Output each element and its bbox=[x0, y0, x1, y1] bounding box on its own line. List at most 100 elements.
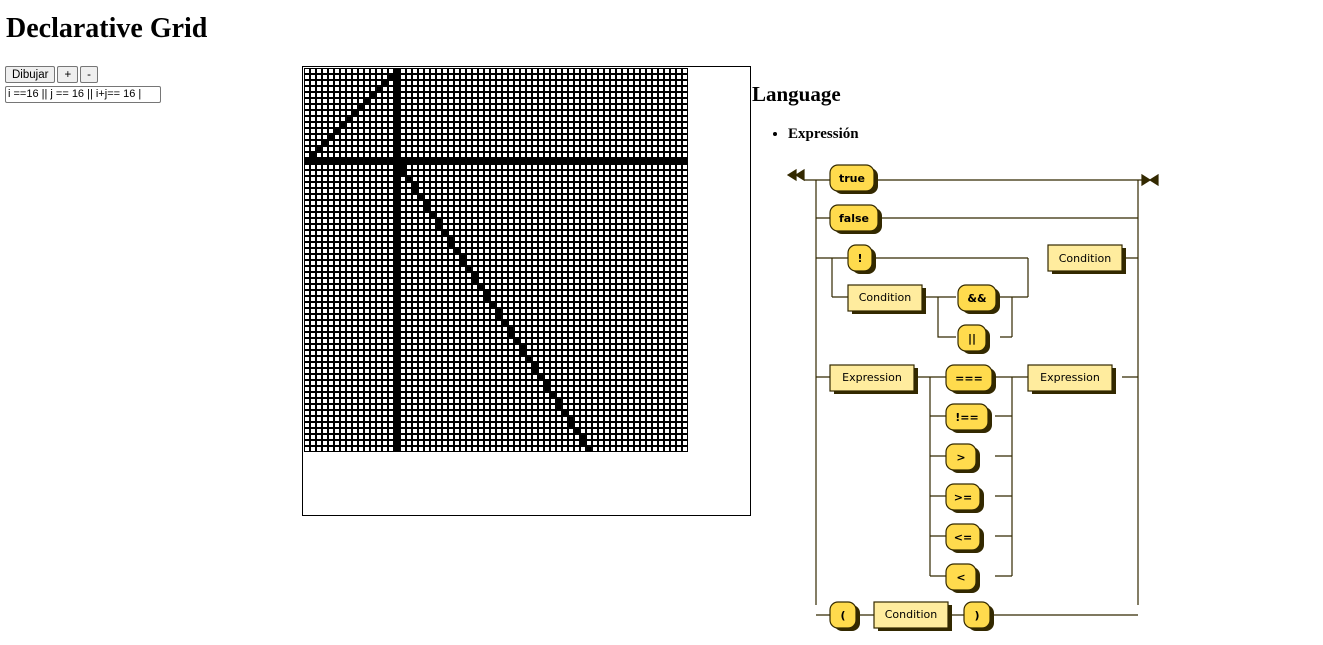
grid-cell bbox=[532, 200, 538, 206]
grid-cell bbox=[346, 302, 352, 308]
grid-cell bbox=[484, 152, 490, 158]
grid-cell bbox=[490, 290, 496, 296]
grid-cell bbox=[544, 104, 550, 110]
grid-cell bbox=[646, 242, 652, 248]
grid-cell bbox=[526, 422, 532, 428]
grid-cell bbox=[526, 386, 532, 392]
grid-cell bbox=[460, 110, 466, 116]
grid-cell bbox=[406, 86, 412, 92]
grid-cell bbox=[424, 308, 430, 314]
grid-cell bbox=[538, 332, 544, 338]
grid-cell bbox=[532, 74, 538, 80]
grid-cell bbox=[394, 74, 400, 80]
grid-cell bbox=[328, 170, 334, 176]
grid-cell bbox=[352, 104, 358, 110]
grid-cell bbox=[424, 392, 430, 398]
grid-cell bbox=[520, 260, 526, 266]
grid-cell bbox=[346, 254, 352, 260]
zoom-out-button[interactable]: - bbox=[80, 66, 98, 83]
grid-cell bbox=[310, 92, 316, 98]
grid-cell bbox=[418, 254, 424, 260]
grid-cell bbox=[382, 80, 388, 86]
grid-cell bbox=[454, 362, 460, 368]
grid-cell bbox=[376, 290, 382, 296]
grid-cell bbox=[478, 188, 484, 194]
draw-button[interactable]: Dibujar bbox=[5, 66, 56, 83]
grid-cell bbox=[622, 302, 628, 308]
grid-cell bbox=[634, 446, 640, 452]
grid-cell bbox=[448, 104, 454, 110]
grid-cell bbox=[550, 302, 556, 308]
grid-cell bbox=[568, 320, 574, 326]
grid-cell bbox=[544, 362, 550, 368]
grid-cell bbox=[340, 194, 346, 200]
grid-cell bbox=[340, 68, 346, 74]
grid-cell bbox=[610, 140, 616, 146]
grid-cell bbox=[574, 302, 580, 308]
grid-cell bbox=[340, 278, 346, 284]
grid-cell bbox=[352, 212, 358, 218]
terminal-less-equal-label: <= bbox=[954, 531, 972, 544]
grid-cell bbox=[634, 416, 640, 422]
grid-cell bbox=[418, 434, 424, 440]
grid-cell bbox=[382, 296, 388, 302]
grid-cell bbox=[490, 182, 496, 188]
grid-cell bbox=[580, 80, 586, 86]
grid-cell bbox=[568, 308, 574, 314]
grid-cell bbox=[418, 398, 424, 404]
grid-cell bbox=[604, 422, 610, 428]
grid-cell bbox=[586, 200, 592, 206]
grid-cell bbox=[658, 326, 664, 332]
grid-cell bbox=[304, 434, 310, 440]
grid-cell bbox=[610, 296, 616, 302]
grid-cell bbox=[388, 440, 394, 446]
grid-cell bbox=[652, 140, 658, 146]
grid-cell bbox=[532, 434, 538, 440]
grid-cell bbox=[508, 176, 514, 182]
grid-cell bbox=[424, 338, 430, 344]
grid-cell bbox=[466, 80, 472, 86]
grid-cell bbox=[526, 116, 532, 122]
grid-cell bbox=[622, 248, 628, 254]
grid-cell bbox=[652, 206, 658, 212]
zoom-in-button[interactable]: + bbox=[57, 66, 79, 83]
grid-cell bbox=[556, 98, 562, 104]
grid-cell bbox=[616, 128, 622, 134]
grid-cell bbox=[682, 308, 688, 314]
grid-cell bbox=[586, 134, 592, 140]
grid-cell bbox=[484, 248, 490, 254]
grid-cell bbox=[586, 308, 592, 314]
grid-cell bbox=[448, 152, 454, 158]
grid-cell bbox=[586, 68, 592, 74]
grid-cell bbox=[370, 410, 376, 416]
grid-cell bbox=[418, 164, 424, 170]
grid-cell bbox=[466, 434, 472, 440]
grid-cell bbox=[484, 200, 490, 206]
grid-cell bbox=[472, 404, 478, 410]
grid-cell bbox=[418, 404, 424, 410]
grid-cell bbox=[652, 242, 658, 248]
grid-cell bbox=[376, 182, 382, 188]
grid-cell bbox=[622, 290, 628, 296]
grid-cell bbox=[448, 434, 454, 440]
grid-cell bbox=[676, 98, 682, 104]
grid-cell bbox=[352, 380, 358, 386]
grid-cell bbox=[484, 326, 490, 332]
grid-cell bbox=[676, 338, 682, 344]
expression-input[interactable] bbox=[5, 86, 161, 103]
grid-cell bbox=[310, 392, 316, 398]
grid-cell bbox=[412, 314, 418, 320]
grid-cell bbox=[478, 116, 484, 122]
grid-cell bbox=[352, 206, 358, 212]
grid-cell bbox=[598, 194, 604, 200]
grid-cell bbox=[478, 200, 484, 206]
grid-cell bbox=[490, 212, 496, 218]
grid-cell bbox=[412, 176, 418, 182]
grid-cell bbox=[682, 302, 688, 308]
grid-cell bbox=[310, 362, 316, 368]
grid-cell bbox=[340, 386, 346, 392]
grid-cell bbox=[460, 218, 466, 224]
grid-cell bbox=[340, 362, 346, 368]
grid-canvas[interactable] bbox=[302, 66, 751, 516]
grid-cell bbox=[454, 272, 460, 278]
